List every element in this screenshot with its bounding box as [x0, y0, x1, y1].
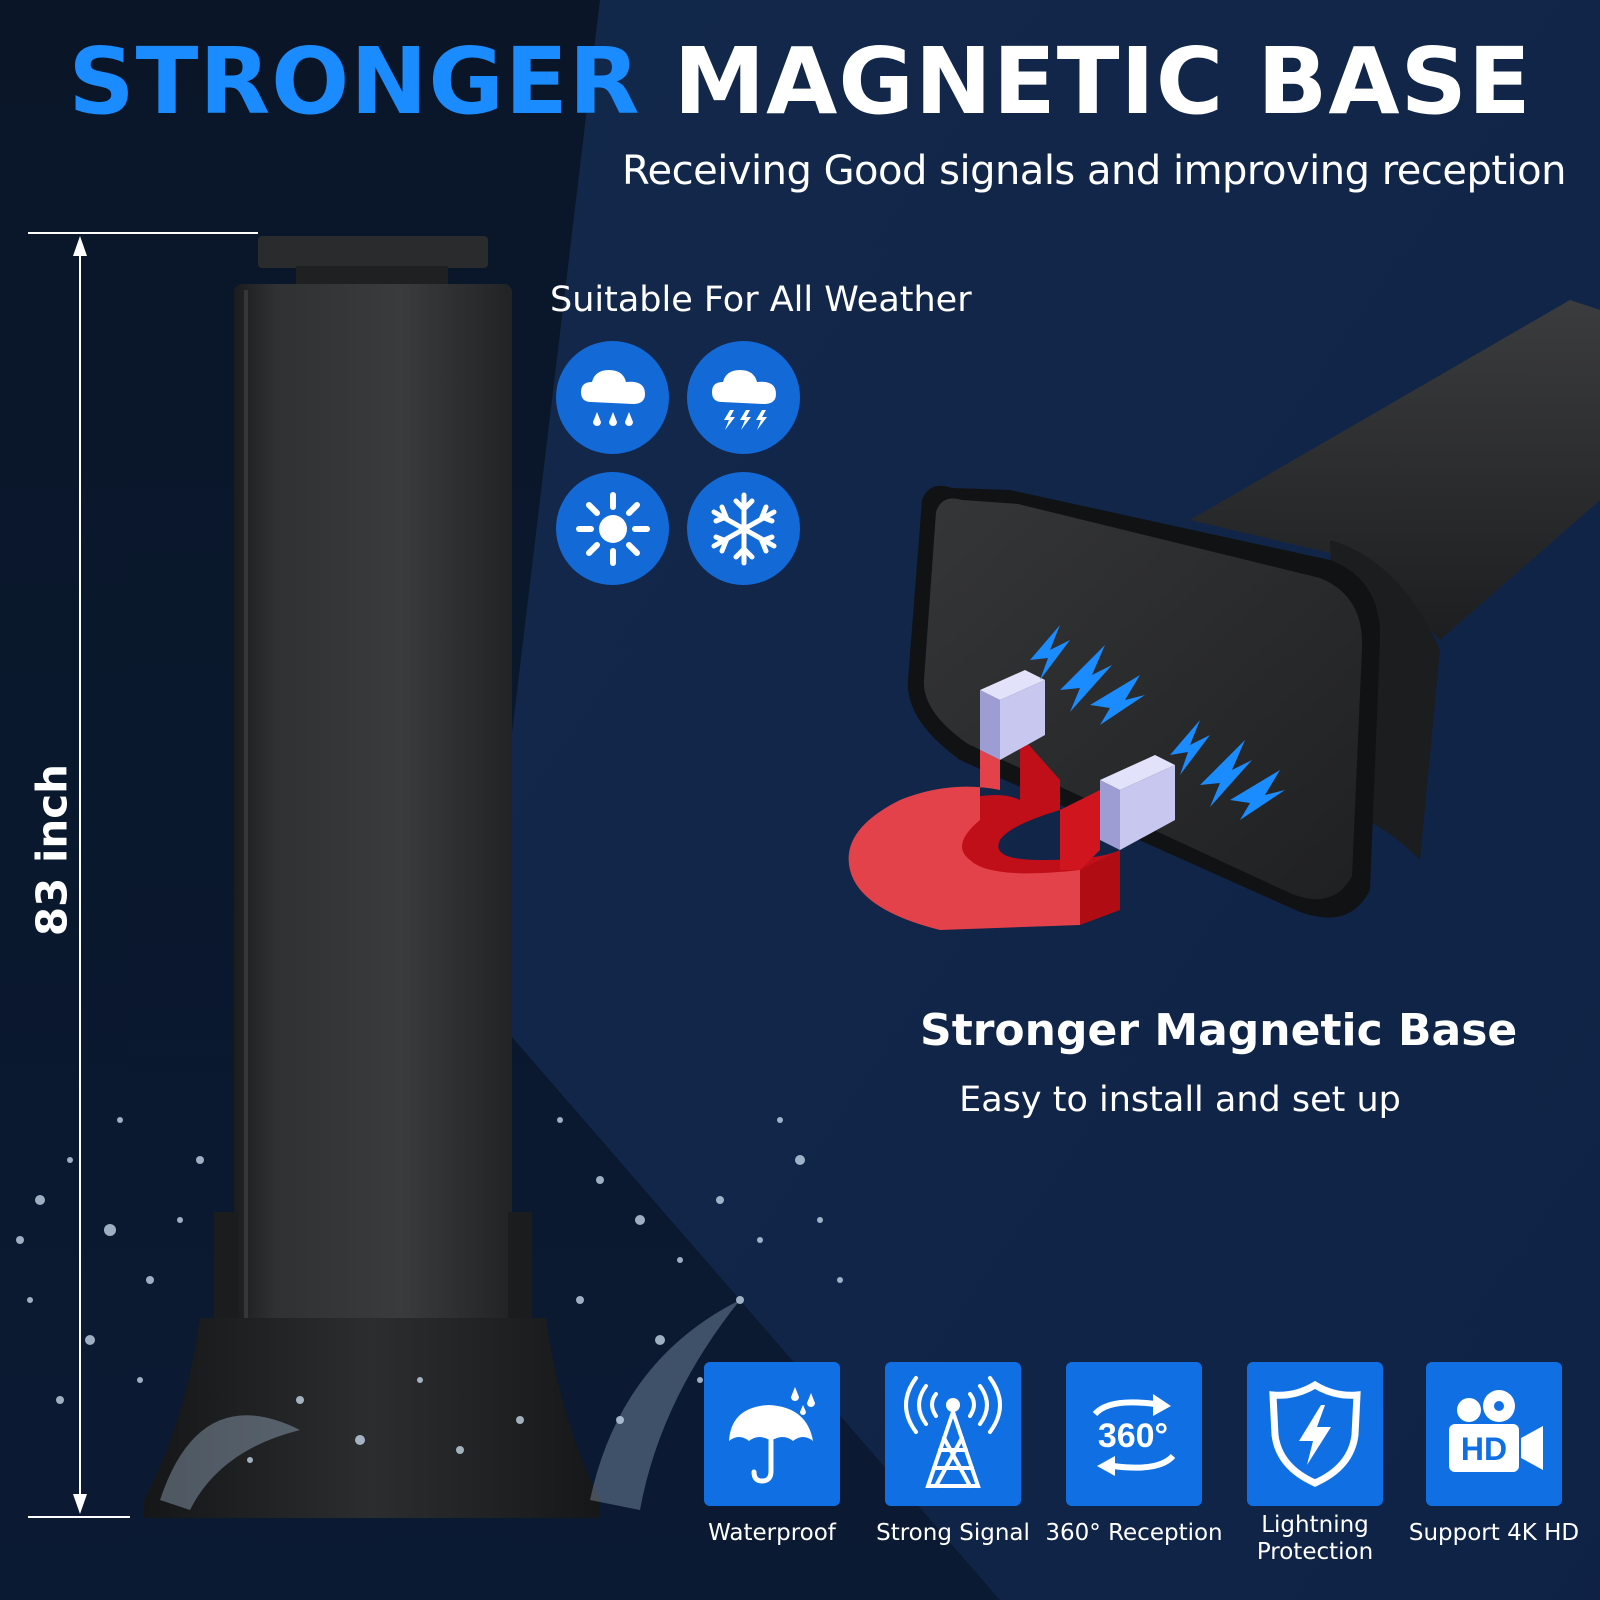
sun-icon — [556, 472, 669, 585]
magnet-title: Stronger Magnetic Base — [920, 1005, 1518, 1056]
height-dimension: 83 inch — [22, 764, 82, 936]
svg-text:360°: 360° — [1098, 1417, 1168, 1455]
magnet-subtitle: Easy to install and set up — [959, 1080, 1401, 1120]
title-main: MAGNETIC BASE — [673, 28, 1532, 135]
feature-label-strong-signal: Strong Signal — [876, 1520, 1030, 1546]
feature-label-360-reception: 360° Reception — [1045, 1520, 1223, 1546]
page-subtitle: Receiving Good signals and improving rec… — [622, 148, 1567, 194]
height-label: 83 inch — [27, 763, 77, 937]
rotate-360-icon: 360° — [1066, 1362, 1202, 1506]
feature-label-lightning-protection: Lightning Protection — [1256, 1512, 1374, 1565]
signal-tower-icon — [885, 1362, 1021, 1506]
title-highlight: STRONGER — [68, 28, 641, 135]
rain-cloud-icon — [556, 341, 669, 454]
snowflake-icon — [687, 472, 800, 585]
shield-lightning-icon — [1247, 1362, 1383, 1506]
feature-label-support-4k-hd: Support 4K HD — [1408, 1520, 1580, 1546]
thunderstorm-icon — [687, 341, 800, 454]
weather-label: Suitable For All Weather — [550, 280, 972, 320]
svg-text:HD: HD — [1461, 1431, 1507, 1467]
umbrella-rain-icon — [704, 1362, 840, 1506]
feature-label-waterproof: Waterproof — [708, 1520, 836, 1546]
hd-camera-icon: HD — [1426, 1362, 1562, 1506]
page-title: STRONGER MAGNETIC BASE — [0, 32, 1600, 132]
